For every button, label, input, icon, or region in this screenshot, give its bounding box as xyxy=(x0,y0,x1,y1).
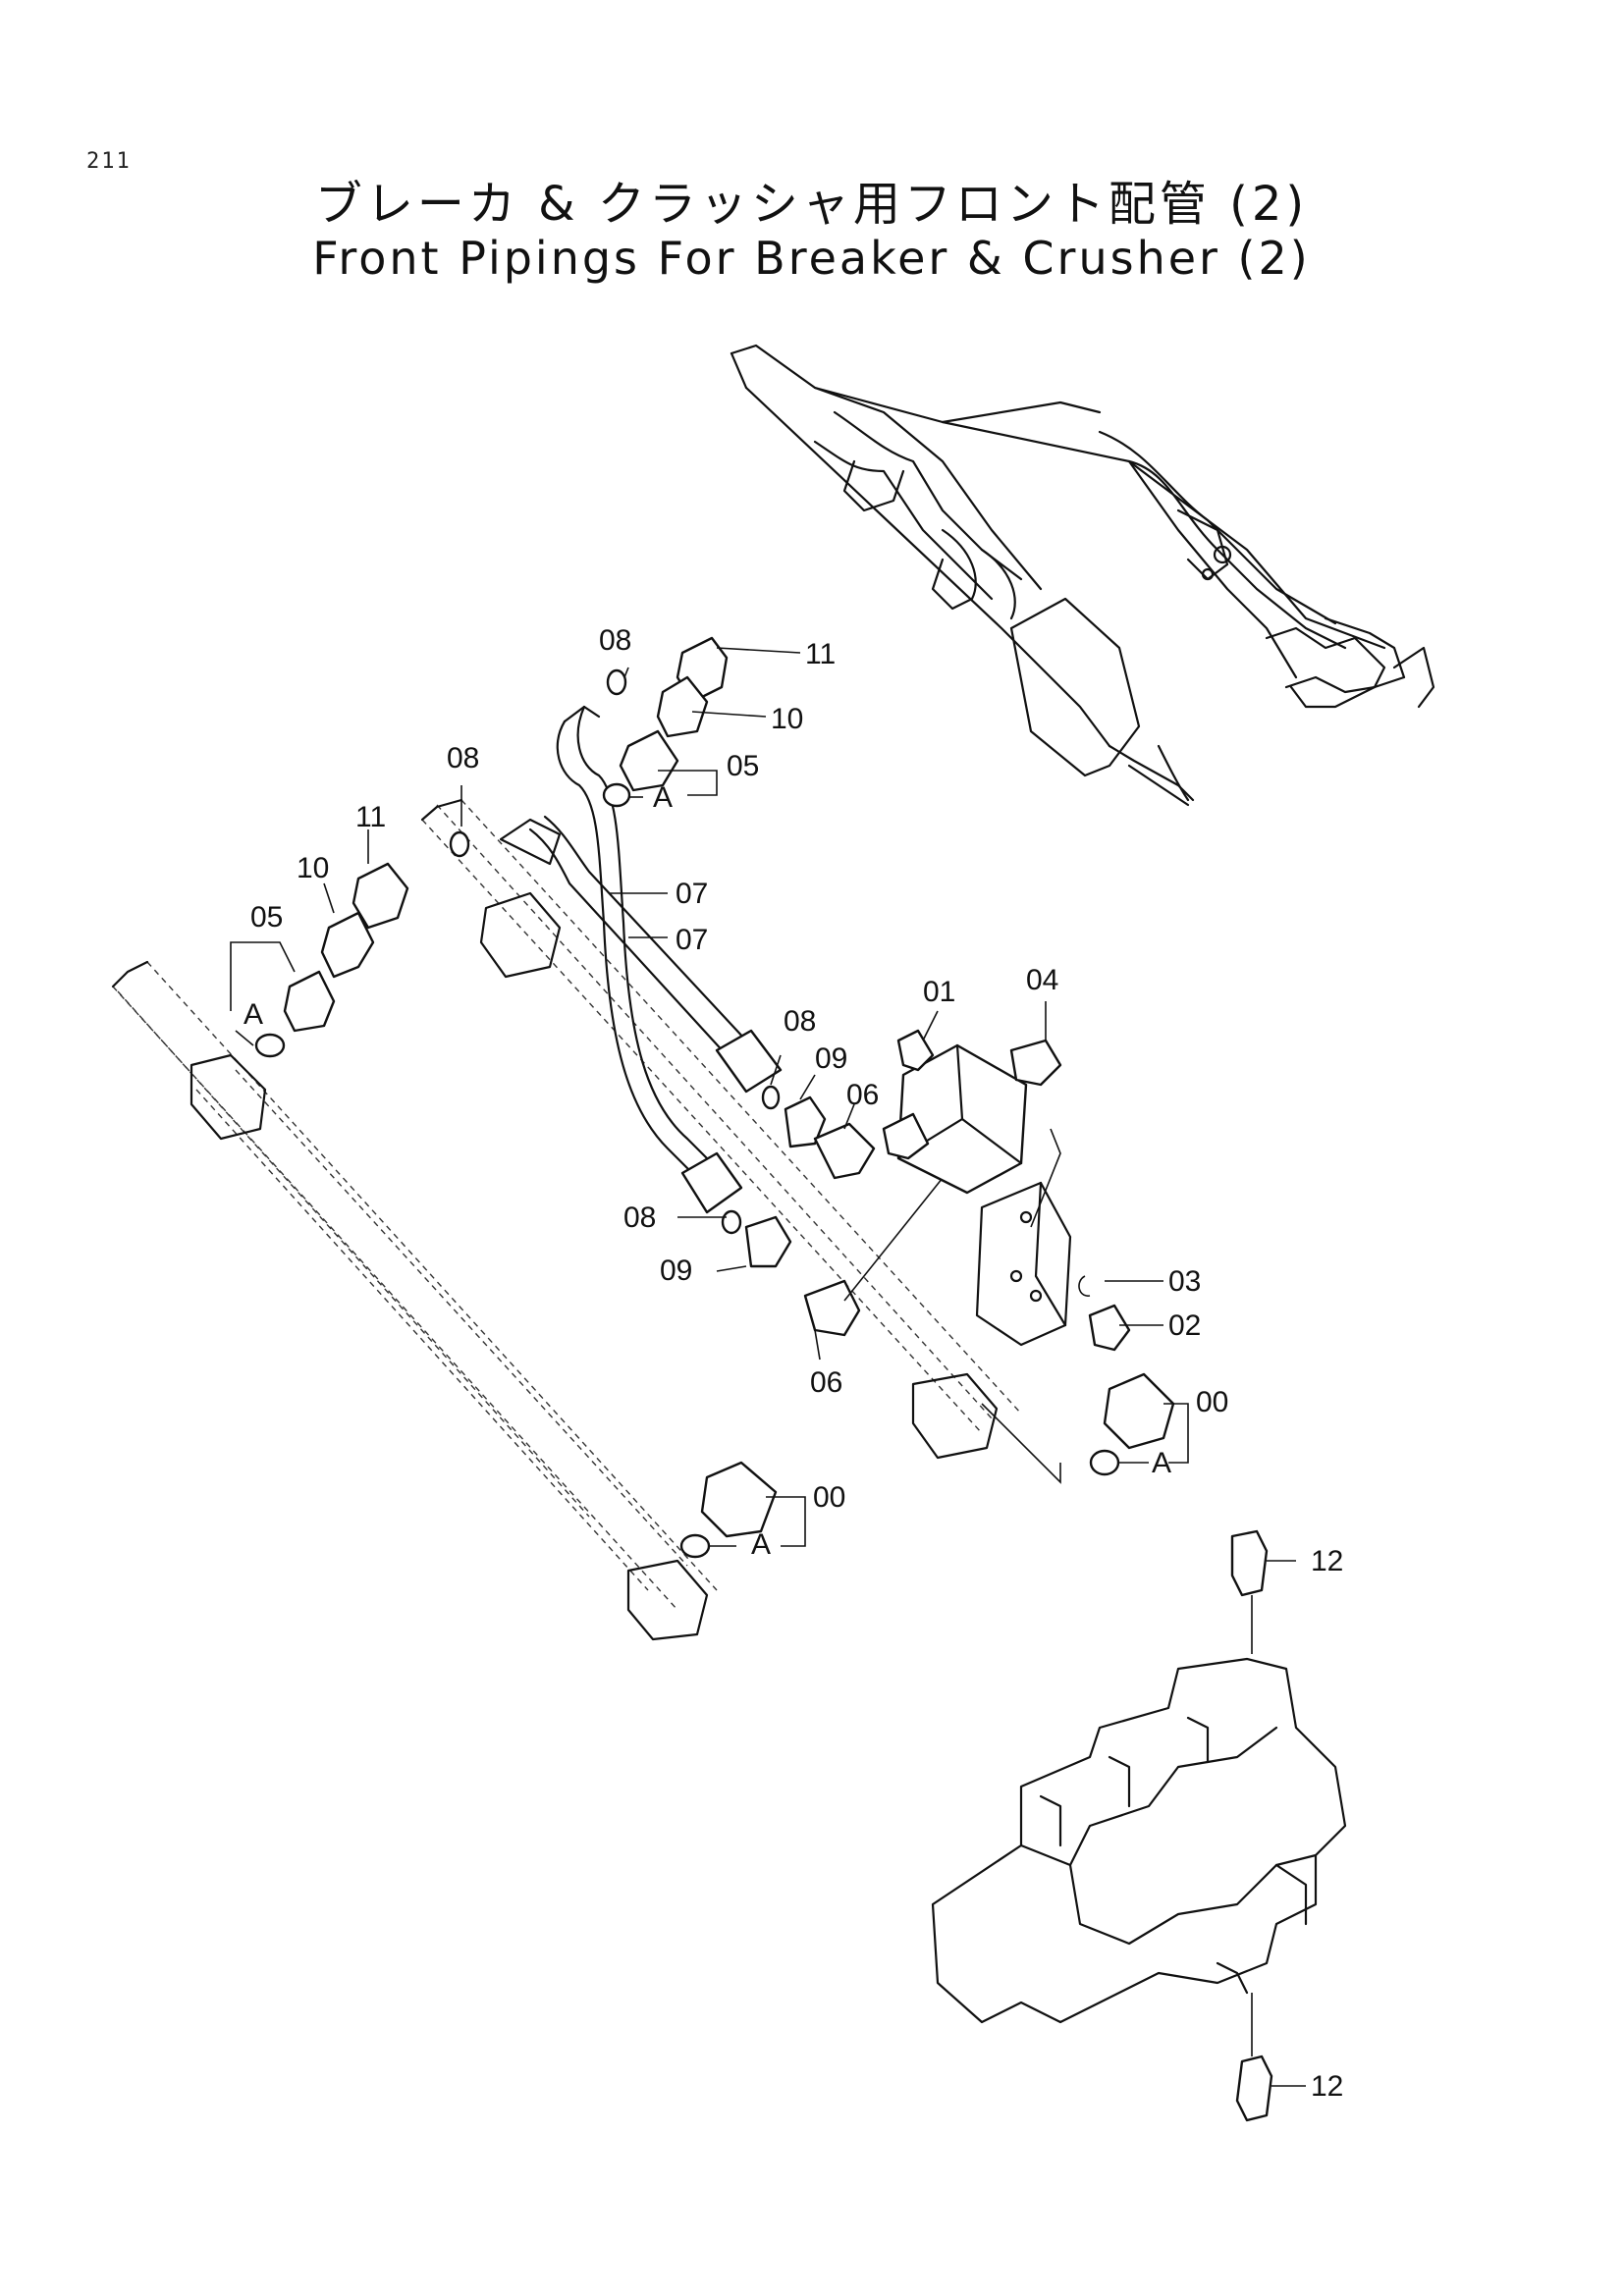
callout-02: 02 xyxy=(1168,1309,1201,1342)
callout-a-right: A xyxy=(1152,1447,1171,1479)
callout-11-top: 11 xyxy=(805,638,836,670)
callout-04: 04 xyxy=(1026,964,1058,996)
arm-cylinder-right xyxy=(420,798,1022,1460)
callout-08-right: 08 xyxy=(784,1005,816,1038)
callout-08-lower: 08 xyxy=(623,1201,656,1234)
bracket xyxy=(975,1181,1131,1352)
callout-09-right: 09 xyxy=(815,1042,847,1075)
boom-arm-inset xyxy=(730,344,1435,807)
leader-lines xyxy=(230,647,1306,2087)
callout-09-lower: 09 xyxy=(660,1255,692,1287)
hose-07-lower xyxy=(556,705,743,1214)
callout-12-bottom: 12 xyxy=(1311,2070,1343,2103)
callout-01: 01 xyxy=(923,976,955,1008)
callout-11-left: 11 xyxy=(355,801,386,833)
callout-00-right: 00 xyxy=(1196,1386,1228,1418)
callout-a-lower: A xyxy=(751,1528,771,1561)
arm-cylinder-left xyxy=(111,960,718,1641)
page-number: 211 xyxy=(86,149,132,174)
callout-labels: 08 11 10 05 A 08 11 10 05 A 07 07 01 04 … xyxy=(243,624,1343,2103)
callout-06-right: 06 xyxy=(846,1079,879,1111)
callout-06-lower: 06 xyxy=(810,1366,842,1399)
callout-07-lower: 07 xyxy=(676,924,708,956)
callout-a-top: A xyxy=(653,781,673,814)
callout-08-mid: 08 xyxy=(447,742,479,774)
callout-08-top: 08 xyxy=(599,624,631,657)
callout-10-top: 10 xyxy=(771,703,803,735)
fittings-group xyxy=(254,636,1175,1559)
callout-12-top: 12 xyxy=(1311,1545,1343,1577)
hose-07-upper xyxy=(499,815,783,1094)
callout-07-upper: 07 xyxy=(676,878,708,910)
valve-block-01 xyxy=(882,1029,1062,1195)
callout-00-lower: 00 xyxy=(813,1481,845,1514)
callout-05-left: 05 xyxy=(250,901,283,934)
title-japanese: ブレーカ & クラッシャ用フロント配管 (2) xyxy=(314,177,1309,232)
callout-a-left: A xyxy=(243,998,263,1031)
callout-10-left: 10 xyxy=(297,852,329,884)
callout-05-top: 05 xyxy=(727,750,759,782)
control-valve xyxy=(931,1529,1347,2122)
callout-03: 03 xyxy=(1168,1265,1201,1298)
title-english: Front Pipings For Breaker & Crusher (2) xyxy=(312,232,1311,285)
